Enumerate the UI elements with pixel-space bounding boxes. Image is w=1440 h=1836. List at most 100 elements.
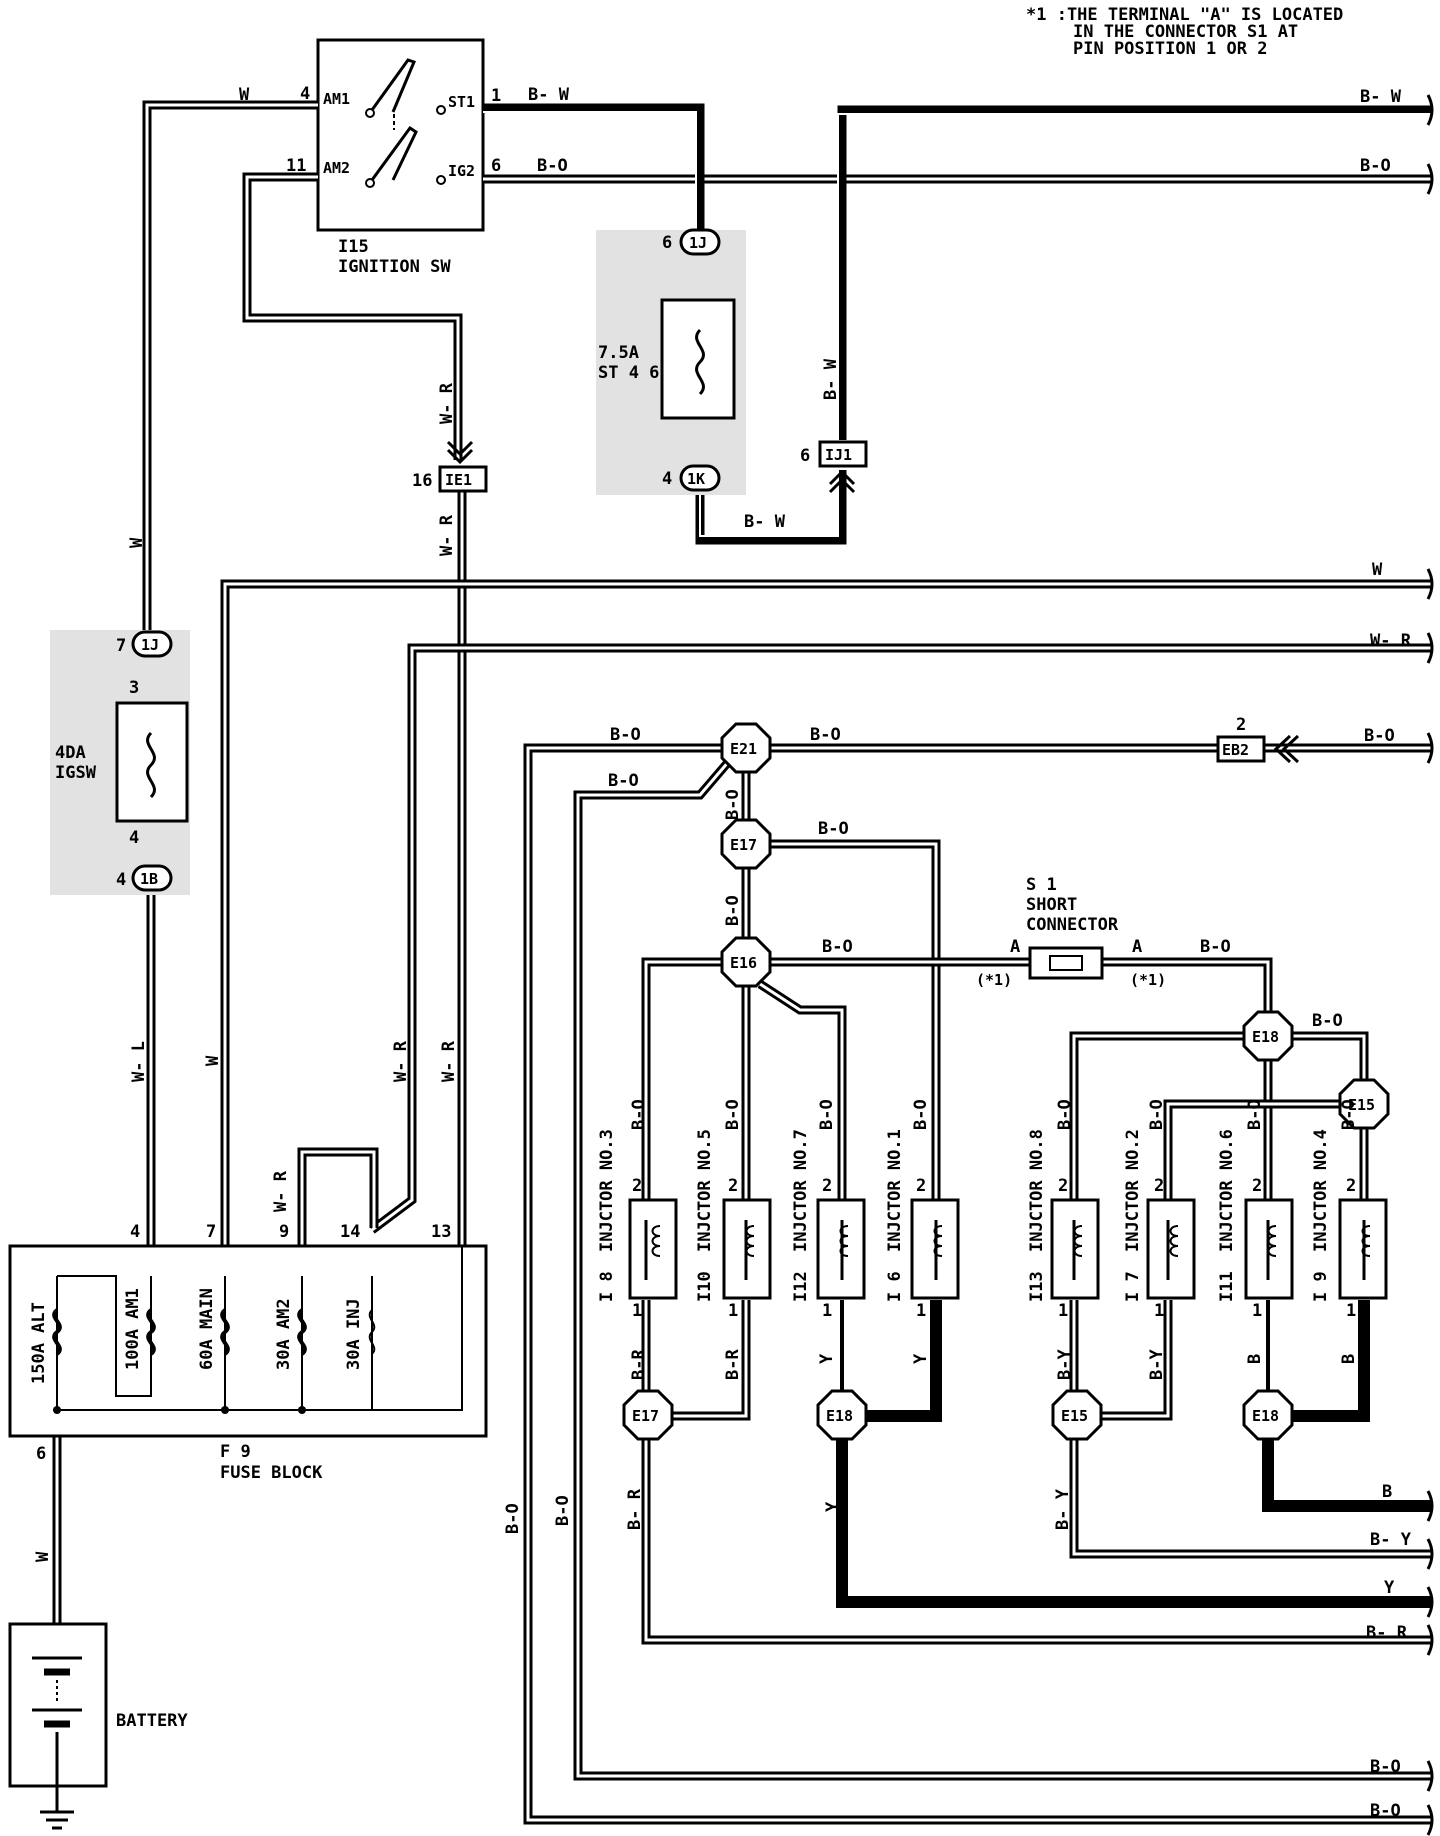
fuse-block-pin-6: 6	[36, 1444, 46, 1464]
fuse-150a-alt: 150A ALT	[29, 1302, 49, 1384]
right-label-bo-2: B-O	[1370, 1801, 1401, 1821]
right-label-wr: W- R	[1370, 631, 1412, 651]
footnote-line-1: *1 :THE TERMINAL "A" IS LOCATED	[1026, 5, 1343, 25]
injector-no1-pin-top: 2	[916, 1176, 926, 1196]
injector-no3-pin-bottom: 1	[632, 1301, 642, 1321]
injector-no1-pin-bottom: 1	[916, 1301, 926, 1321]
injector-no6-pin-top: 2	[1252, 1176, 1262, 1196]
right-label-w: W	[1372, 560, 1383, 580]
wire-label-w-top: W	[239, 85, 250, 105]
pin-ie1: 16	[412, 471, 432, 491]
junctions: E21 E17 E16 E17 E18 E18 E15 E15	[622, 722, 1390, 1441]
wire-label-wr-mid: W- R	[391, 1040, 411, 1082]
injector-no2: I 7 INJCTOR NO.2 B-O B-Y 2 1	[1123, 1099, 1196, 1380]
wire-label-bo-e17: B-O	[818, 819, 849, 839]
injector-no8-label: INJCTOR NO.8	[1027, 1129, 1047, 1252]
fuse-igsw-assembly: 4DA IGSW 1J 7 3 4 1B 4	[50, 630, 190, 895]
injector-no5-code: I10	[695, 1271, 715, 1302]
fuse-30a-inj: 30A INJ	[344, 1298, 364, 1370]
junction-e18-bottom-left: E18	[826, 1407, 853, 1425]
injector-no1-bottom-color: Y	[911, 1353, 931, 1364]
wire-label-bo-left-inner: B-O	[553, 1495, 573, 1526]
injector-no7-label: INJCTOR NO.7	[791, 1129, 811, 1252]
pin-eb2: 2	[1236, 715, 1246, 735]
injector-no5-label: INJCTOR NO.5	[695, 1129, 715, 1252]
injector-no7-bottom-color: Y	[817, 1353, 837, 1364]
wire-label-wr-right: W- R	[439, 1040, 459, 1082]
fuse-st-body	[660, 298, 736, 420]
fuse-30a-am2: 30A AM2	[274, 1298, 294, 1370]
injector-no3-top-color: B-O	[629, 1099, 649, 1130]
connector-ij1-label: IJ1	[825, 446, 852, 464]
s1-a-right: A	[1132, 937, 1142, 957]
s1-line1: SHORT	[1026, 895, 1077, 915]
injector-no6-code: I11	[1217, 1271, 1237, 1302]
connector-ij1: IJ1 6	[800, 440, 868, 494]
connector-1j-top: 1J	[689, 234, 707, 252]
injector-no3-bottom-color: B-R	[629, 1349, 649, 1380]
injector-no7-pin-bottom: 1	[822, 1301, 832, 1321]
connector-eb2-label: EB2	[1222, 741, 1249, 759]
injector-no2-pin-top: 2	[1154, 1176, 1164, 1196]
injector-no8-pin-bottom: 1	[1058, 1301, 1068, 1321]
pin-4a: 4	[129, 828, 139, 848]
right-label-bw: B- W	[1360, 87, 1402, 107]
fuse-igsw-name: IGSW	[55, 763, 97, 783]
ignition-title: IGNITION SW	[338, 257, 451, 277]
injector-no8-pin-top: 2	[1058, 1176, 1068, 1196]
injector-no7: I12 INJCTOR NO.7 B-O Y 2 1	[791, 1099, 866, 1364]
ignition-code: I15	[338, 237, 369, 257]
wire-label-bo-e17-down: B-O	[723, 895, 743, 926]
injector-no4-pin-bottom: 1	[1346, 1301, 1356, 1321]
junction-e15-top: E15	[1348, 1096, 1375, 1114]
pin-ij1: 6	[800, 446, 810, 466]
fuse-block-pin-13: 13	[431, 1222, 451, 1242]
injector-no1: I 6 INJCTOR NO.1 B-O Y 2 1	[885, 1099, 960, 1364]
injector-no2-label: INJCTOR NO.2	[1123, 1129, 1143, 1252]
wire-label-bo-s1: B-O	[1200, 937, 1231, 957]
injector-no5: I10 INJCTOR NO.5 B-O B-R 2 1	[695, 1099, 772, 1380]
injector-no4-pin-top: 2	[1346, 1176, 1356, 1196]
right-label-bo-top: B-O	[1360, 156, 1391, 176]
injector-no4-top-color: B-O	[1339, 1099, 1359, 1130]
fuse-60a-main: 60A MAIN	[197, 1288, 217, 1370]
right-label-b: B	[1382, 1482, 1392, 1502]
fuse-igsw-body	[115, 701, 189, 823]
short-connector-s1: S 1 SHORT CONNECTOR A A (*1) (*1)	[976, 875, 1166, 989]
wire-label-y-lower: Y	[823, 1501, 843, 1512]
connector-1b: 1B	[140, 870, 158, 888]
wire-label-w-left: W	[127, 537, 147, 548]
right-edge-labels: B- W B-O W W- R B-O B B- Y Y B- R B-O B-…	[1360, 87, 1412, 1821]
pin-ig2: 6	[491, 156, 501, 176]
battery-label: BATTERY	[116, 1711, 188, 1731]
wire-label-bo-e21-left: B-O	[610, 725, 641, 745]
fuse-st-name: ST 4 6	[598, 363, 659, 383]
right-label-br: B- R	[1366, 1623, 1408, 1643]
pin-st1: 1	[491, 86, 501, 106]
am2-label: AM2	[323, 159, 350, 177]
junction-e18-top: E18	[1252, 1028, 1279, 1046]
injector-no6: I11 INJCTOR NO.6 B-O B 2 1	[1217, 1099, 1294, 1364]
connector-ie1: IE1 16	[412, 440, 488, 493]
fuse-block-title: FUSE BLOCK	[220, 1463, 323, 1483]
injector-no2-bottom-color: B-Y	[1147, 1349, 1167, 1380]
wire-label-bw-top: B- W	[528, 85, 570, 105]
right-label-bo-1: B-O	[1370, 1757, 1401, 1777]
injector-no4-bottom-color: B	[1339, 1354, 1359, 1364]
wire-label-bw-vertical: B- W	[821, 358, 841, 400]
injector-no8: I13 INJCTOR NO.8 B-O B-Y 2 1	[1027, 1099, 1100, 1380]
injector-no3: I 8 INJCTOR NO.3 B-O B-R 2 1	[597, 1099, 678, 1380]
wire-label-bo-e16: B-O	[822, 937, 853, 957]
s1-line2: CONNECTOR	[1026, 915, 1119, 935]
wire-label-br-lower: B- R	[625, 1488, 645, 1530]
s1-star-right: (*1)	[1130, 971, 1166, 989]
fuse-block-body	[8, 1244, 488, 1438]
footnote: *1 :THE TERMINAL "A" IS LOCATED IN THE C…	[1026, 5, 1343, 59]
wire-label-bo-top: B-O	[537, 156, 568, 176]
ignition-switch: AM1 AM2 ST1 IG2 4 11 1 6 I15 IGNITION SW	[286, 38, 501, 277]
injector-no8-top-color: B-O	[1055, 1099, 1075, 1130]
fuse-block-pin-9: 9	[279, 1222, 289, 1242]
right-label-by: B- Y	[1370, 1530, 1412, 1550]
pin-1j-top: 6	[662, 233, 672, 253]
